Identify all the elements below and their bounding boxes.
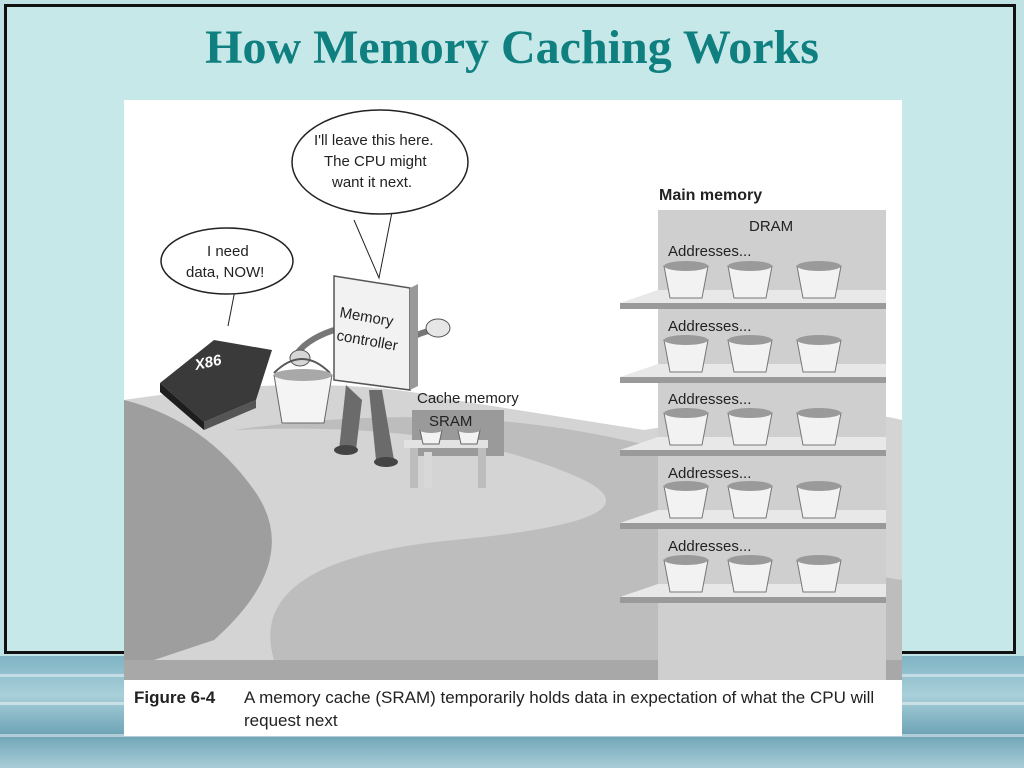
cache-memory-stand [404, 410, 504, 488]
shelf-label: Addresses... [668, 538, 751, 555]
memory-caching-figure: Main memory DRAM Addresses... Addresses.… [124, 100, 902, 736]
controller-speech-bubble [291, 109, 469, 280]
controller-bubble-line: want it next. [331, 174, 412, 191]
carried-bucket [273, 358, 333, 424]
shelf-4 [620, 481, 886, 529]
shelf-label: Addresses... [668, 318, 751, 335]
main-memory-label: Main memory [659, 187, 762, 204]
cpu-bubble-line: I need [207, 243, 249, 260]
slide-title: How Memory Caching Works [205, 21, 819, 74]
cache-memory-label: Cache memory [417, 390, 519, 407]
controller-bubble-line: The CPU might [324, 153, 427, 170]
shelf-label: Addresses... [668, 243, 751, 260]
shelf-5 [620, 555, 886, 603]
main-memory-shelves [620, 210, 886, 680]
cpu-speech-bubble [160, 227, 294, 327]
shelf-label: Addresses... [668, 465, 751, 482]
shelf-3 [620, 408, 886, 456]
memory-controller-character [289, 275, 451, 467]
caption-label: Figure 6-4 [134, 688, 216, 707]
caption-text: A memory cache (SRAM) temporarily holds … [244, 688, 875, 730]
shelf-2 [620, 335, 886, 383]
sram-label: SRAM [429, 413, 472, 430]
cpu-chip [160, 340, 272, 430]
shelf-1 [620, 261, 886, 309]
controller-bubble-line: I'll leave this here. [314, 132, 434, 149]
chip-label: X86 [192, 352, 223, 375]
shelf-label: Addresses... [668, 391, 751, 408]
figure-illustration: Main memory DRAM Addresses... Addresses.… [124, 100, 902, 680]
cpu-bubble-line: data, NOW! [186, 264, 264, 281]
dram-label: DRAM [749, 218, 793, 235]
road-left [124, 400, 272, 670]
